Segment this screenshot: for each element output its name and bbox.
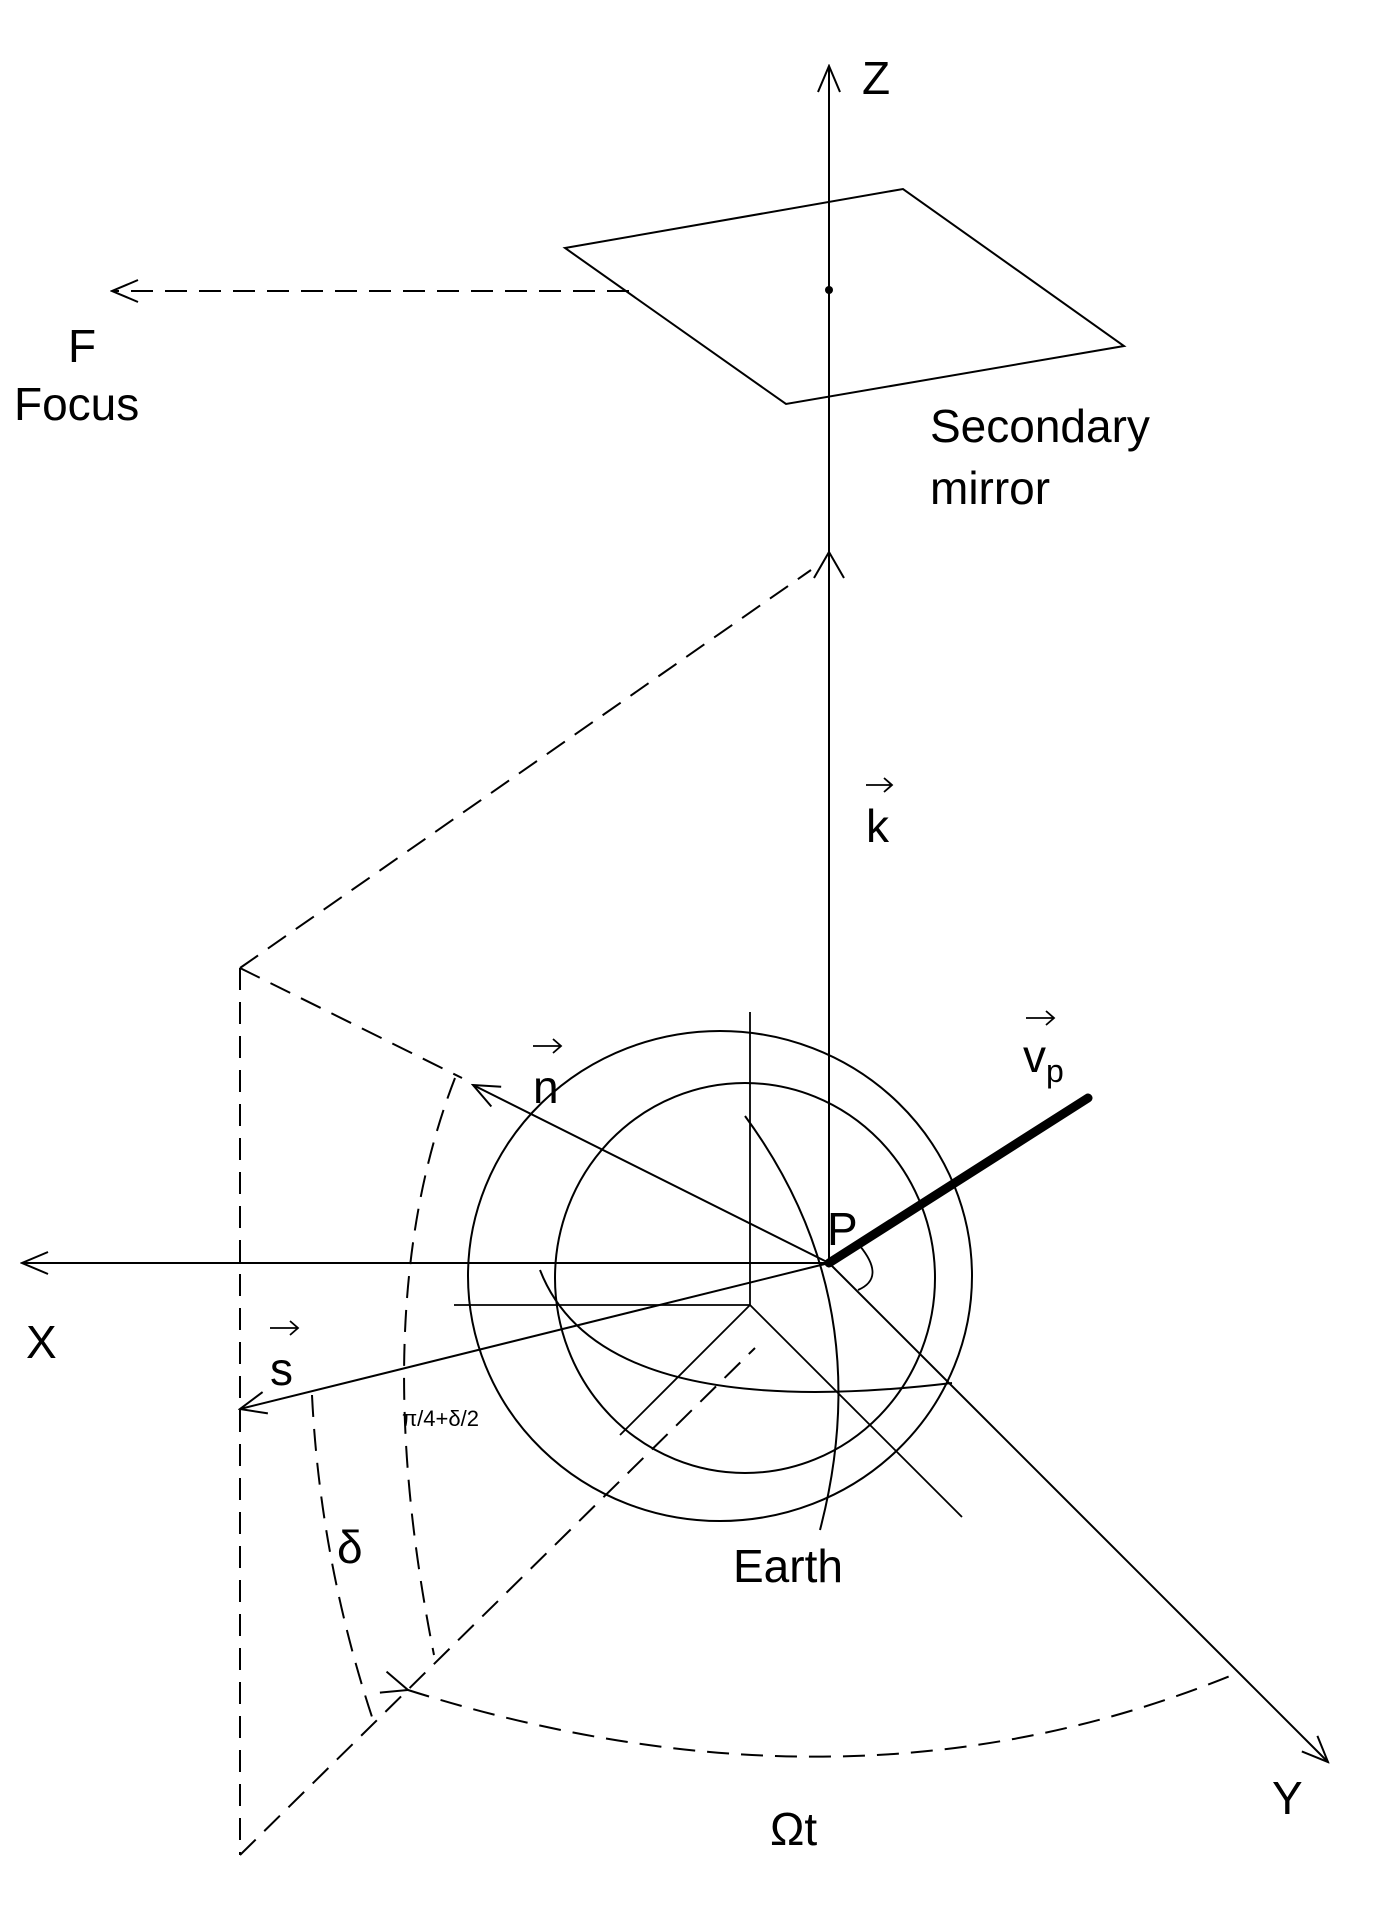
dashed-diagonal-xy bbox=[239, 1347, 756, 1856]
focus-letter: F bbox=[68, 320, 96, 372]
earth-equator bbox=[539, 1269, 953, 1393]
vp-hat bbox=[1026, 1010, 1056, 1026]
delta-angle-label: δ bbox=[337, 1521, 363, 1573]
earth-meridian bbox=[744, 1115, 840, 1531]
local-diagonal-x bbox=[619, 1304, 751, 1436]
n-vector-label: n bbox=[533, 1061, 559, 1113]
pi-angle-label: π/4+δ/2 bbox=[402, 1406, 479, 1431]
local-frame-diagonal bbox=[749, 1304, 963, 1518]
arc-pi-angle bbox=[403, 1077, 456, 1656]
s-vector bbox=[240, 1262, 830, 1409]
k-vector-label: k bbox=[866, 800, 890, 852]
arc-omega-angle bbox=[408, 1676, 1231, 1758]
focus-label: Focus bbox=[14, 378, 139, 430]
dashed-ray-to-z bbox=[239, 569, 812, 969]
z-axis-label: Z bbox=[862, 52, 890, 104]
k-vector-arrowhead bbox=[813, 549, 845, 579]
vp-letter: v bbox=[1023, 1030, 1046, 1082]
mirror-label-line1: Secondary bbox=[930, 400, 1150, 452]
n-vector bbox=[473, 1085, 830, 1264]
x-axis-label: X bbox=[26, 1316, 57, 1368]
dashed-n-extension bbox=[239, 967, 463, 1079]
vp-angle-arc bbox=[857, 1245, 874, 1291]
k-hat bbox=[866, 777, 894, 793]
y-axis bbox=[828, 1262, 1328, 1762]
mirror-center-dot bbox=[825, 286, 833, 294]
earth-outer bbox=[467, 1030, 973, 1522]
mirror-label-line2: mirror bbox=[930, 462, 1050, 514]
earth-inner bbox=[554, 1082, 936, 1474]
vp-vector bbox=[824, 1093, 1093, 1268]
arc-delta-angle bbox=[311, 1394, 374, 1721]
point-p-label: P bbox=[827, 1203, 858, 1255]
earth-label: Earth bbox=[733, 1540, 843, 1592]
vp-subscript: p bbox=[1046, 1053, 1064, 1089]
omega-angle-label: Ωt bbox=[770, 1803, 817, 1855]
y-axis-label: Y bbox=[1272, 1772, 1303, 1824]
vp-vector-label: vp bbox=[1023, 1030, 1064, 1089]
n-hat bbox=[533, 1038, 563, 1054]
s-hat bbox=[270, 1320, 300, 1336]
secondary-mirror-plane bbox=[562, 187, 1127, 406]
s-vector-label: s bbox=[270, 1343, 293, 1395]
